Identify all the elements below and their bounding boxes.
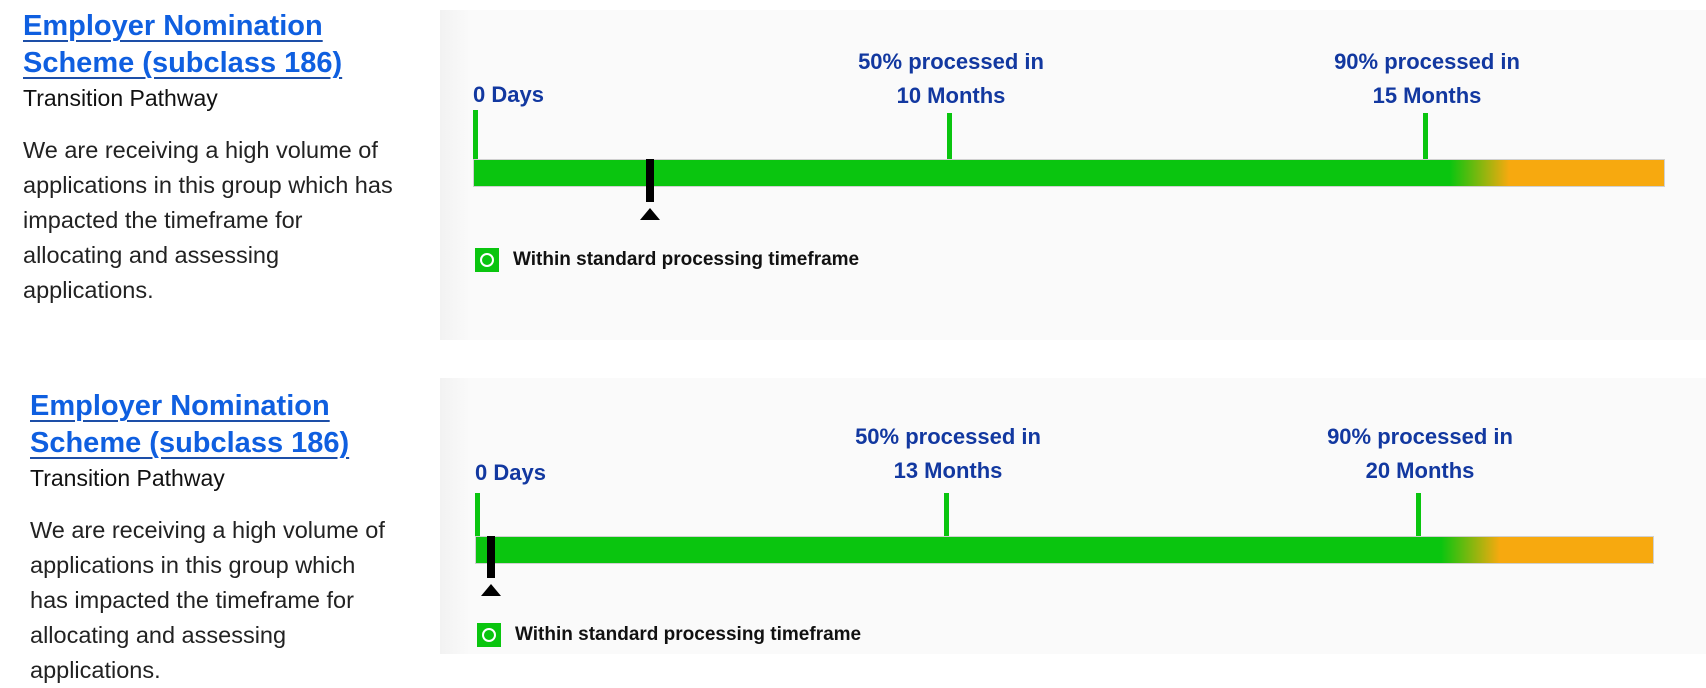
p50-label: 50% processed in 10 Months — [858, 45, 1044, 113]
visa-description: We are receiving a high volume of applic… — [23, 137, 393, 303]
timeline-panel: 0 Days 50% processed in 10 Months 90% pro… — [440, 10, 1706, 340]
legend-label: Within standard processing timeframe — [515, 624, 862, 645]
current-position-marker — [486, 536, 495, 578]
visa-subtitle: Transition Pathway — [23, 85, 218, 111]
p90-tick — [1416, 493, 1421, 536]
p90-label-line-1: 90% processed in — [1327, 424, 1513, 449]
p90-label: 90% processed in 20 Months — [1327, 420, 1513, 488]
p50-label-line-1: 50% processed in — [858, 49, 1044, 74]
p50-label: 50% processed in 13 Months — [855, 420, 1041, 488]
start-label: 0 Days — [473, 82, 544, 107]
clock-check-icon — [475, 248, 499, 272]
p90-label: 90% processed in 15 Months — [1334, 45, 1520, 113]
legend-label: Within standard processing timeframe — [513, 249, 860, 270]
marker-triangle-icon — [480, 584, 501, 596]
start-tick — [473, 110, 478, 160]
processing-timeline-bar — [473, 159, 1665, 187]
timeline-legend: Within standard processing timeframe — [477, 623, 861, 647]
title-line-2: Scheme (subclass 186) — [23, 47, 343, 79]
timeline-panel: 0 Days 50% processed in 13 Months 90% pro… — [440, 378, 1706, 654]
p90-label-line-2: 20 Months — [1365, 458, 1475, 483]
p50-label-line-2: 13 Months — [893, 458, 1003, 483]
p90-label-line-1: 90% processed in — [1334, 49, 1520, 74]
visa-subtitle: Transition Pathway — [30, 465, 225, 491]
start-tick — [475, 493, 480, 536]
title-line-2: Scheme (subclass 186) — [30, 427, 350, 459]
current-position-marker — [645, 159, 654, 202]
timeline-legend: Within standard processing timeframe — [475, 248, 859, 272]
p90-tick — [1423, 113, 1428, 160]
title-line-1: Employer Nomination — [30, 390, 330, 422]
p50-label-line-2: 10 Months — [896, 83, 1006, 108]
title-line-1: Employer Nomination — [23, 10, 323, 42]
processing-timeline-bar — [475, 536, 1654, 564]
marker-triangle-icon — [639, 208, 660, 220]
p50-tick — [947, 113, 952, 160]
p50-label-line-1: 50% processed in — [855, 424, 1041, 449]
visa-description: We are receiving a high volume of applic… — [30, 517, 385, 683]
start-label: 0 Days — [475, 460, 546, 485]
clock-check-icon — [477, 623, 501, 647]
p50-tick — [944, 493, 949, 536]
p90-label-line-2: 15 Months — [1372, 83, 1482, 108]
